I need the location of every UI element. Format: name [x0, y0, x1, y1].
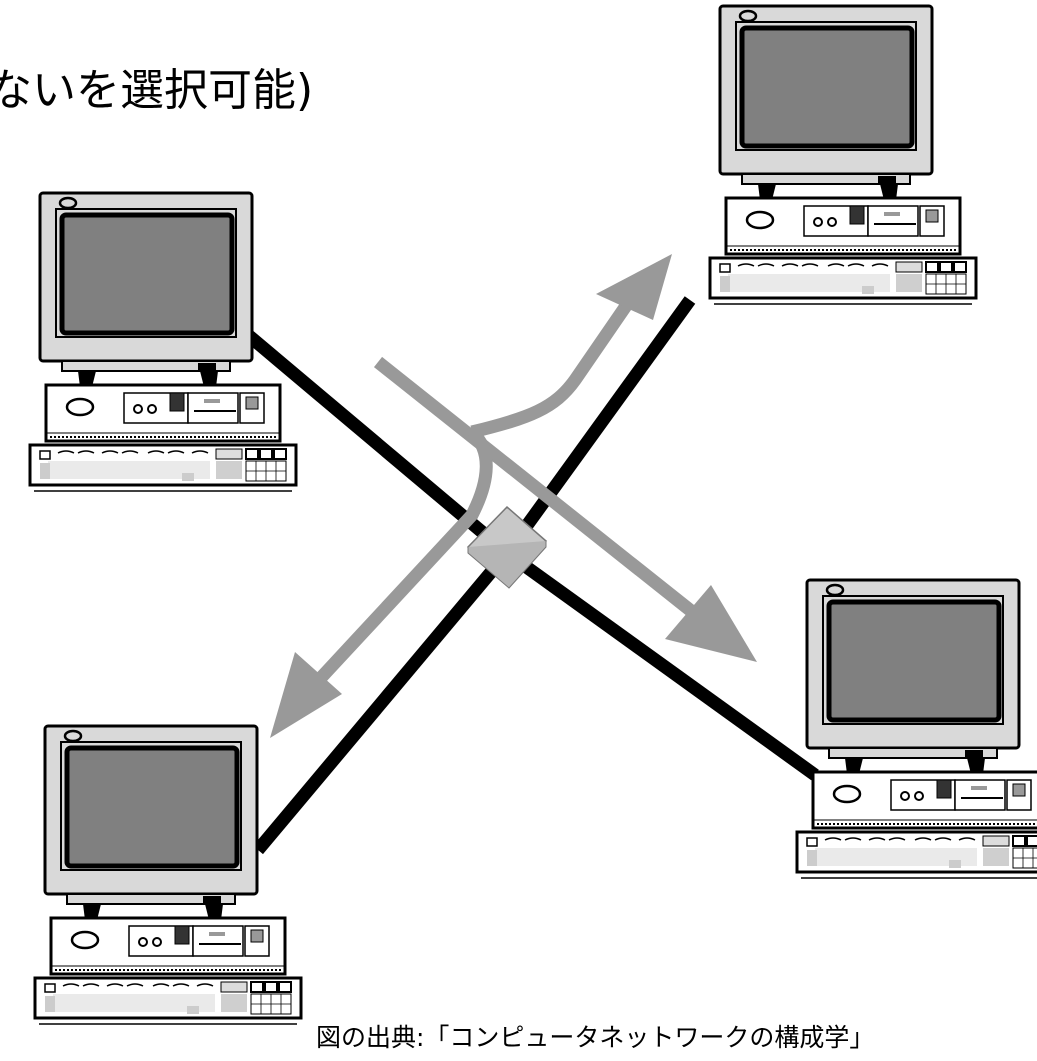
arrow-to-bottom-left	[300, 427, 493, 700]
arrowhead-top-right	[596, 254, 672, 320]
slide-heading: ないを選択可能)	[0, 65, 314, 116]
computer-top-right	[710, 6, 976, 304]
cable-bottom-left	[253, 548, 512, 855]
arrow-to-top-right	[470, 296, 636, 439]
arrowhead-bottom-right	[665, 585, 757, 662]
arrow-to-bottom-right	[373, 356, 710, 628]
computer-bottom-left	[35, 726, 301, 1024]
source-caption: 図の出典:「コンピュータネットワークの構成学」	[316, 1023, 875, 1052]
computer-bottom-right	[797, 580, 1037, 878]
network-hub	[466, 505, 548, 589]
arrowhead-bottom-left	[270, 652, 342, 738]
cable-top-right	[501, 296, 696, 557]
cable-bottom-right	[503, 547, 819, 781]
data-flow-arrows	[270, 254, 757, 738]
